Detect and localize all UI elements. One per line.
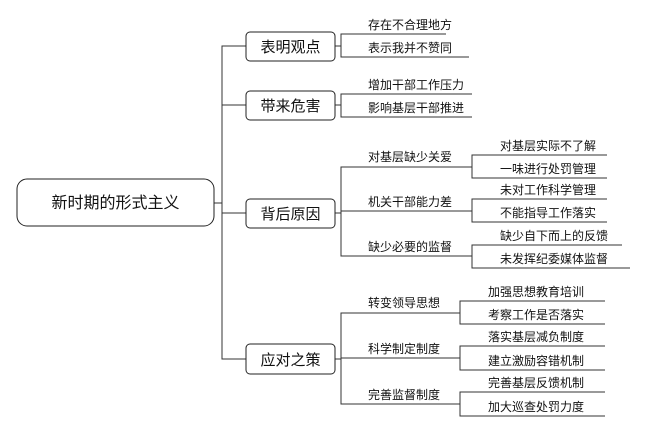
branch-node-2: 带来危害 [245, 90, 336, 121]
leaf-label: 未发挥纪委媒体监督 [500, 251, 608, 266]
branch-label: 表明观点 [260, 38, 320, 56]
leaf-label: 增加干部工作压力 [368, 77, 464, 92]
branch-label: 应对之策 [260, 351, 320, 369]
leaf-label: 对基层实际不了解 [500, 138, 596, 153]
leaf-label: 影响基层干部推进 [368, 100, 464, 115]
leaf-label: 不能指导工作落实 [500, 205, 596, 220]
group-label: 完善监督制度 [368, 387, 440, 402]
leaf-label: 考察工作是否落实 [488, 307, 584, 322]
leaf-label: 一味进行处罚管理 [500, 161, 596, 176]
group-label: 机关干部能力差 [368, 194, 452, 209]
connector-lines [214, 33, 630, 417]
leaf-label: 加大巡查处罚力度 [488, 399, 584, 414]
leaf-label: 未对工作科学管理 [500, 182, 596, 197]
leaf-label: 缺少自下而上的反馈 [500, 228, 608, 243]
group-label: 转变领导思想 [368, 295, 440, 310]
branch-label: 背后原因 [260, 205, 320, 223]
branch-node-1: 表明观点 [245, 31, 336, 62]
branch-node-3: 背后原因 [245, 198, 336, 229]
leaf-label: 落实基层减负制度 [488, 329, 584, 344]
group-label: 科学制定制度 [368, 341, 440, 356]
branch-label: 带来危害 [260, 97, 320, 115]
root-node: 新时期的形式主义 [16, 178, 215, 227]
leaf-label: 建立激励容错机制 [488, 353, 584, 368]
group-label: 缺少必要的监督 [368, 239, 452, 254]
leaf-label: 表示我并不赞同 [368, 41, 452, 55]
leaf-label: 存在不合理地方 [368, 17, 452, 32]
branch-node-4: 应对之策 [245, 343, 336, 375]
leaf-label: 加强思想教育培训 [488, 284, 584, 299]
leaf-label: 完善基层反馈机制 [488, 375, 584, 390]
root-label: 新时期的形式主义 [51, 193, 179, 212]
group-label: 对基层缺少关爱 [368, 149, 452, 164]
